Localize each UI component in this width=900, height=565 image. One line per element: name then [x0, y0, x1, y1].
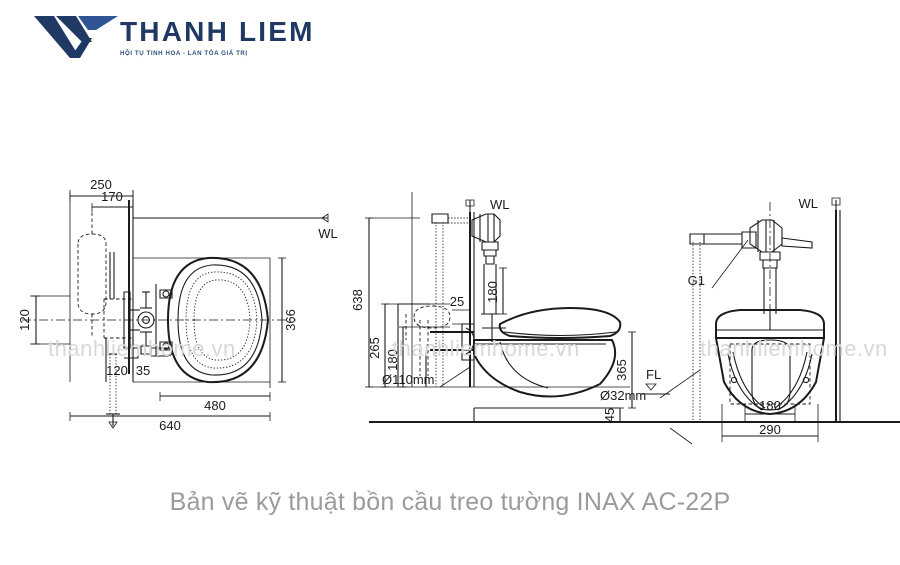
dim-366-label: 366 [283, 309, 298, 331]
dim-365-group: 365 [614, 331, 636, 409]
dim-480-group: 480 [159, 392, 271, 413]
dim-45-group: 45 [602, 407, 624, 423]
front-view-group: WL [669, 196, 900, 445]
g1-label: G1 [688, 273, 705, 288]
pipe-32-label: Ø32mm [600, 388, 646, 403]
concealed-cistern-outline [77, 212, 107, 338]
top-view-group: 250 170 WL [17, 177, 338, 433]
flush-valve-side [471, 213, 501, 315]
wl-label-side: WL [490, 197, 510, 212]
wl-label-front: WL [799, 196, 819, 211]
water-level-marker-side: WL [465, 197, 510, 212]
supply-pipe-front [689, 233, 705, 422]
dim-638-label: 638 [350, 289, 365, 311]
supply-arm-front [698, 231, 757, 249]
dim-640-label: 640 [159, 418, 181, 433]
toilet-body-side [473, 306, 622, 398]
flush-valve-front [749, 202, 813, 314]
pipe-32-leader: Ø32mm [600, 369, 701, 403]
dim-120-label: 120 [17, 309, 32, 331]
technical-drawing: .ln { stroke:#1b1b1b; stroke-width:1.1; … [0, 92, 900, 477]
fl-label: FL [646, 367, 661, 382]
dim-25-group: 25 [450, 294, 470, 325]
wall-mounting-bracket [419, 320, 475, 376]
double-chevron-logo-icon [34, 14, 118, 66]
dim-120b-35-group: 120 35 [105, 362, 150, 382]
dim-35-label: 35 [136, 363, 150, 378]
brand-text-block: THANH LIEM HỘI TỤ TINH HOA - LAN TỎA GIÁ… [120, 16, 380, 58]
dim-265-label: 265 [367, 337, 382, 359]
dim-366-group: 366 [278, 257, 298, 383]
pipe-110-leader: Ø110mm [382, 366, 471, 388]
pipe-110-label: Ø110mm [382, 372, 435, 387]
dim-180-front-label: 180 [759, 398, 781, 413]
side-view-group: 638 265 180 [350, 192, 900, 423]
water-level-marker-front: WL [799, 196, 841, 211]
brand-header: THANH LIEM HỘI TỤ TINH HOA - LAN TỎA GIÁ… [0, 0, 900, 92]
dim-170-label: 170 [101, 189, 123, 204]
dim-250-group: 250 [69, 177, 134, 201]
dim-640-group: 640 [69, 412, 271, 433]
dim-638-group: 638 [350, 217, 373, 388]
water-level-line-group: WL [133, 213, 338, 241]
dim-120-group: 120 [17, 295, 70, 345]
flush-valve-fitting [123, 291, 173, 359]
inlet-thread-g1-group: G1 [688, 239, 749, 289]
soil-pipe-110 [397, 303, 430, 387]
concealed-frame-pipes [431, 213, 470, 387]
dim-120b-label: 120 [106, 363, 128, 378]
brand-name: THANH LIEM [120, 16, 315, 47]
brand-tagline: HỘI TỤ TINH HOA - LAN TỎA GIÁ TRỊ [120, 50, 248, 57]
dim-25-label: 25 [450, 294, 464, 309]
dim-250-label: 250 [90, 177, 112, 192]
dim-180-side-label: 180 [385, 349, 400, 371]
dim-480-label: 480 [204, 398, 226, 413]
page-caption: Bản vẽ kỹ thuật bồn cầu treo tường INAX … [169, 488, 731, 516]
dim-365-label: 365 [614, 359, 629, 381]
toilet-bowl-plan [155, 256, 270, 384]
dim-290-front-group: 290 [721, 404, 819, 442]
dim-290-front-label: 290 [759, 422, 781, 437]
dim-180-valve-label: 180 [485, 281, 500, 303]
dim-180-front-group: 180 [744, 398, 796, 422]
wl-label: WL [318, 226, 338, 241]
dim-170-group: 170 [91, 189, 134, 212]
dim-180-valve-group: 180 [485, 267, 507, 315]
dim-45-label: 45 [602, 408, 617, 422]
floor-level-marker-group: FL [640, 367, 670, 395]
